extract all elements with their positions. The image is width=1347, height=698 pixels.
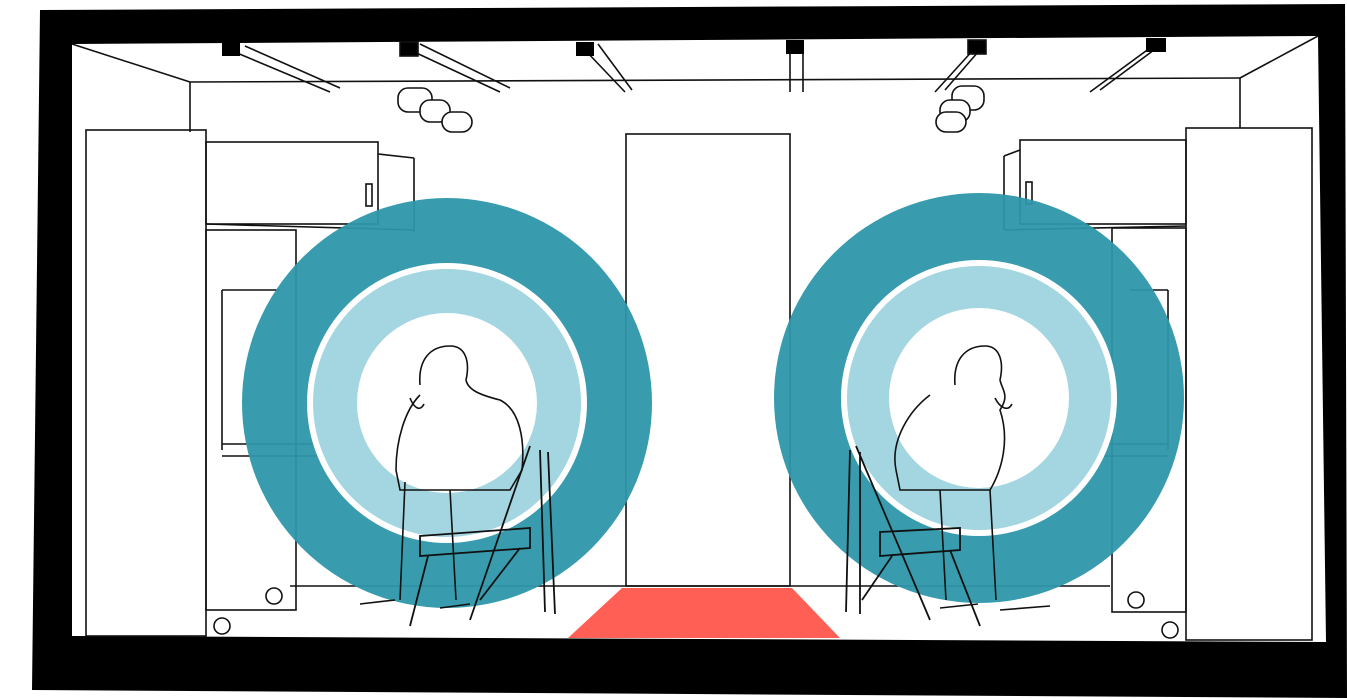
- left-workstation-zone: [242, 198, 652, 608]
- ring-core: [357, 313, 537, 493]
- doorway-floor-mat: [568, 588, 840, 638]
- right-workstation-zone: [774, 193, 1184, 603]
- track-light-icon: [398, 42, 472, 132]
- ring-core: [889, 308, 1069, 488]
- track-light-icon: [936, 40, 986, 132]
